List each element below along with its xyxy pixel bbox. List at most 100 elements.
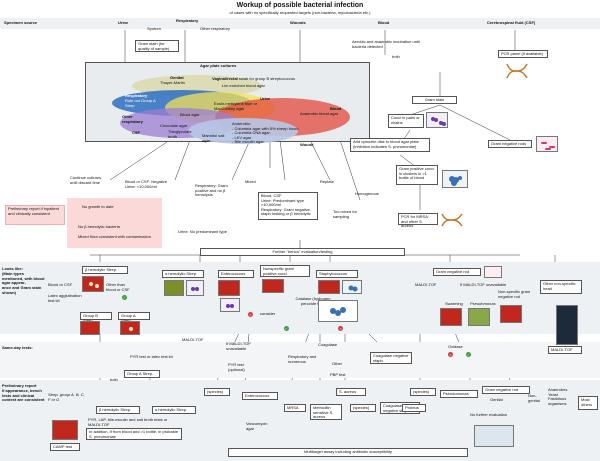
other-than-label: Other than blood or CSF (106, 282, 130, 292)
agar-lim-broth: Lim enriched blood agar (222, 83, 265, 88)
page-title: Workup of possible bacterial infection (236, 2, 364, 9)
agar-genital: Genital (170, 75, 184, 80)
pyr-lap-label: PYR, LAP, bile-esculin and salt broth te… (88, 417, 168, 427)
staph-plate (318, 280, 340, 294)
genital-label: Genital (490, 397, 503, 402)
specimen-header-bar (0, 18, 600, 29)
specimen-blood: Blood (378, 20, 390, 25)
specimen-urine: Urine (118, 20, 129, 25)
specimen-respiratory: Respiratory (176, 18, 199, 23)
other-label: Other (332, 361, 343, 366)
page-subtitle: of cases with no specifically requested … (229, 10, 371, 15)
pcr-panel-box: PCR panel (if available) (498, 50, 548, 58)
wound-ellipse (188, 118, 298, 144)
strep-group-result: Strep. group A, B, C, F or G (48, 392, 85, 402)
dna-helix-icon (505, 62, 529, 80)
in-addition-box: In addition, if from blood and >1 bottle… (86, 428, 182, 440)
prelim-results-area (67, 198, 162, 248)
group-a-box: Group A Strep. (118, 312, 150, 322)
agar-wound: Wound (300, 142, 314, 147)
cross-icon: × (448, 352, 453, 357)
nonspecific-gp-box: Nonspecific gram positive cocci (260, 265, 310, 277)
group-a-plate (120, 321, 140, 335)
aerobic-incubation-text: Aerobic and anaerobic incubation until b… (352, 39, 420, 49)
maldi-tof-left: MALDI-TOF (182, 337, 204, 342)
group-a-strep-result: Group A Strep. (124, 370, 160, 378)
agar-anaerobic-list: Anaerobic: - Columbia agar with 5% sheep… (232, 121, 299, 145)
group-b-plate (80, 321, 100, 335)
check-icon: ✓ (466, 352, 471, 357)
proteus-result: Proteus (402, 404, 426, 412)
replate-label: Replate (320, 179, 334, 184)
vancomycin-label: Vancomycin agar (246, 421, 268, 431)
further-evaluation-box: Further "bench" evaluation/testing (200, 248, 405, 256)
agar-vaginal-rectal: Vaginal/rectal swab for group B streptoc… (212, 76, 327, 82)
other-nonspecific-box: Other non-specific head (540, 280, 582, 294)
gram-pos-clusters-box: Gram positive cocci in clusters in >1 bo… (396, 165, 438, 185)
both-label: both (392, 54, 400, 59)
specimen-csf: Cerebrospinal fluid (CSF) (487, 20, 536, 25)
agar-title: Agar plate cultures (200, 63, 237, 68)
staph-stain (342, 280, 362, 294)
agar-blood-agar: Blood agar (180, 112, 200, 117)
check-icon: ✓ (122, 295, 127, 300)
enterococcus-box: Enterococcus (218, 270, 254, 278)
species-result-1: (species) (204, 388, 230, 396)
gram-neg-rod-stain (484, 266, 502, 278)
s-aureus-result: S. aureus (336, 388, 366, 396)
agar-mannitol: Mannitol salt agar (202, 133, 225, 143)
agar-rule-out: Rule out Group A Strep (125, 98, 156, 108)
specimen-other-respiratory: Other respiratory (200, 26, 231, 31)
agar-vaginal-rectal-bold: Vaginal/rectal (212, 76, 238, 81)
cocci-pairs-image (426, 112, 448, 128)
enterococcus-result: Enterococcus (242, 392, 278, 400)
specimen-sputum: Sputum (147, 26, 161, 31)
if-maldi-2: If MALDI-TOF unavailable (226, 341, 251, 351)
continue-cultures: Continue cultures until discard time (70, 175, 102, 185)
agar-urine: Urine (260, 96, 271, 101)
same-day-label: Same-day tests: (2, 345, 33, 350)
mrsa-result: MRSA (284, 404, 306, 412)
nonspecific-gnr-plate (500, 305, 522, 323)
urine-no-pred-label: Urine: No predominant type (178, 229, 227, 234)
specimen-wounds: Wounds (290, 20, 306, 25)
enterococcus-plate (218, 280, 240, 296)
beta-strep-box: β hemolytic Strep. (82, 266, 128, 274)
coag-neg-box: Coagulase negative staph. (370, 352, 412, 364)
gram-stain-quality-box: Gram stain (for quality of sample) (135, 40, 179, 52)
prelim-report-box: Preliminary report if inpatient and clin… (5, 205, 65, 225)
homogenous-label: Homogenous (355, 191, 379, 196)
specimen-source-label: Specimen source (4, 20, 38, 25)
blood-or-csf-label: Blood or CSF (48, 282, 73, 287)
gram-neg-rods-image (536, 136, 558, 152)
gram-neg-rods-box: Gram negative rods (488, 140, 532, 148)
agar-thayer-martin: Thayer-Martin (160, 80, 185, 85)
predominant-box: Blood, CSF Urine: Predominant type >10,0… (258, 192, 318, 220)
mixed-label: Mixed (245, 179, 256, 184)
non-genital-label: Non-genital (528, 393, 540, 403)
coagulase-label: Coagulase (318, 342, 338, 347)
beta-strep-plate (82, 276, 104, 292)
assay-device-image (474, 425, 514, 447)
cocci-pairs-box: Cocci in pairs or chains (388, 114, 424, 128)
resp-numerous-label: Respiratory and numerous (288, 354, 317, 364)
alpha-strep-plate (164, 280, 184, 296)
same-day-band (0, 342, 600, 378)
blood-csf-negative: Blood or CSF: Negative Urine: <10,000/ml (125, 179, 168, 189)
resp-gram-pos: Respiratory: Gram positive and no β hemo… (195, 183, 228, 198)
gram-neg-rod-result: Gram negative rod (482, 386, 530, 394)
no-growth-label: No growth to date (82, 204, 114, 209)
agar-anaerobic-blood: Anaerobic blood agar (300, 111, 339, 116)
maldi-tof-box: MALDI-TOF (548, 346, 582, 354)
agar-csf: CSF (132, 130, 140, 135)
species-result-2: (species) (350, 404, 376, 412)
agar-thioglycolate: Thioglycolate broth (168, 129, 192, 139)
latex-test-label: Latex agglutination test kit (48, 293, 82, 303)
dna-helix-icon-2 (440, 212, 464, 228)
preliminary-label: Preliminary report if appearance, bench … (2, 383, 45, 403)
clusters-image (442, 170, 468, 188)
no-further-label: No further evaluation (470, 412, 508, 417)
pbp-test-label: PBP test (330, 372, 346, 377)
maldi-device-image (556, 305, 578, 345)
enterococcus-stain (220, 298, 240, 312)
